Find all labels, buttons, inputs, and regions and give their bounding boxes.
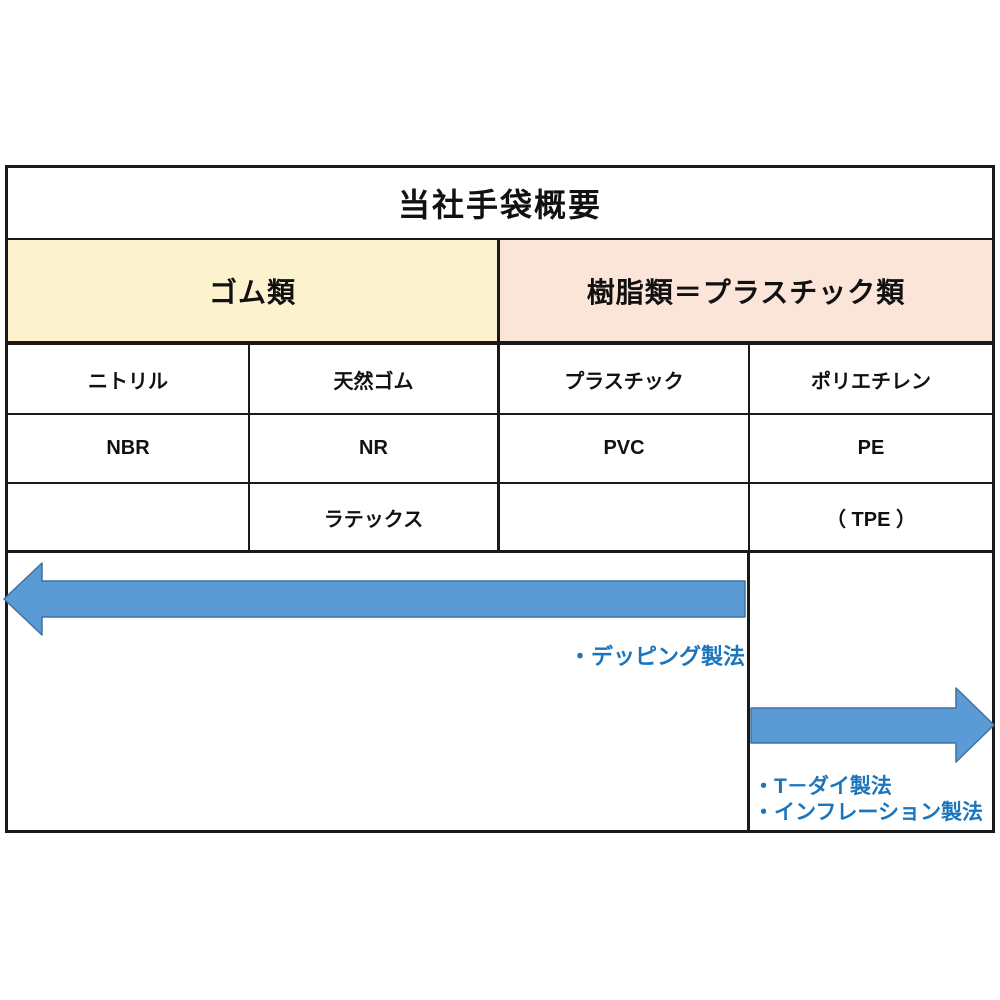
code-nbr: NBR (8, 415, 250, 484)
dipping-method-label: ・デッピング製法 (568, 644, 745, 669)
category-header-plastic: 樹脂類＝プラスチック類 (500, 240, 992, 345)
code-nr: NR (250, 415, 500, 484)
rubber-process-zone: ・デッピング製法 (3, 553, 750, 830)
right-arrow-icon (750, 687, 995, 763)
extra-tpe: （ TPE ） (750, 484, 992, 553)
code-pvc: PVC (500, 415, 750, 484)
inflation-method-label: ・インフレーション製法 (753, 801, 983, 824)
extra-empty-1 (8, 484, 250, 553)
category-header-rubber: ゴム類 (8, 240, 500, 345)
tdie-method-label: ・T－ダイ製法 (753, 775, 892, 798)
material-plastic: プラスチック (500, 345, 750, 415)
extra-empty-2 (500, 484, 750, 553)
plastic-process-zone: ・T－ダイ製法 ・インフレーション製法 (750, 553, 995, 830)
extra-latex: ラテックス (250, 484, 500, 553)
code-pe: PE (750, 415, 992, 484)
table-title: 当社手袋概要 (8, 168, 992, 240)
left-arrow-icon (3, 562, 746, 636)
material-natural-rubber: 天然ゴム (250, 345, 500, 415)
material-nitrile: ニトリル (8, 345, 250, 415)
glove-overview-table: 当社手袋概要 ゴム類 樹脂類＝プラスチック類 ニトリル 天然ゴム プラスチック … (3, 165, 995, 833)
material-polyethylene: ポリエチレン (750, 345, 992, 415)
